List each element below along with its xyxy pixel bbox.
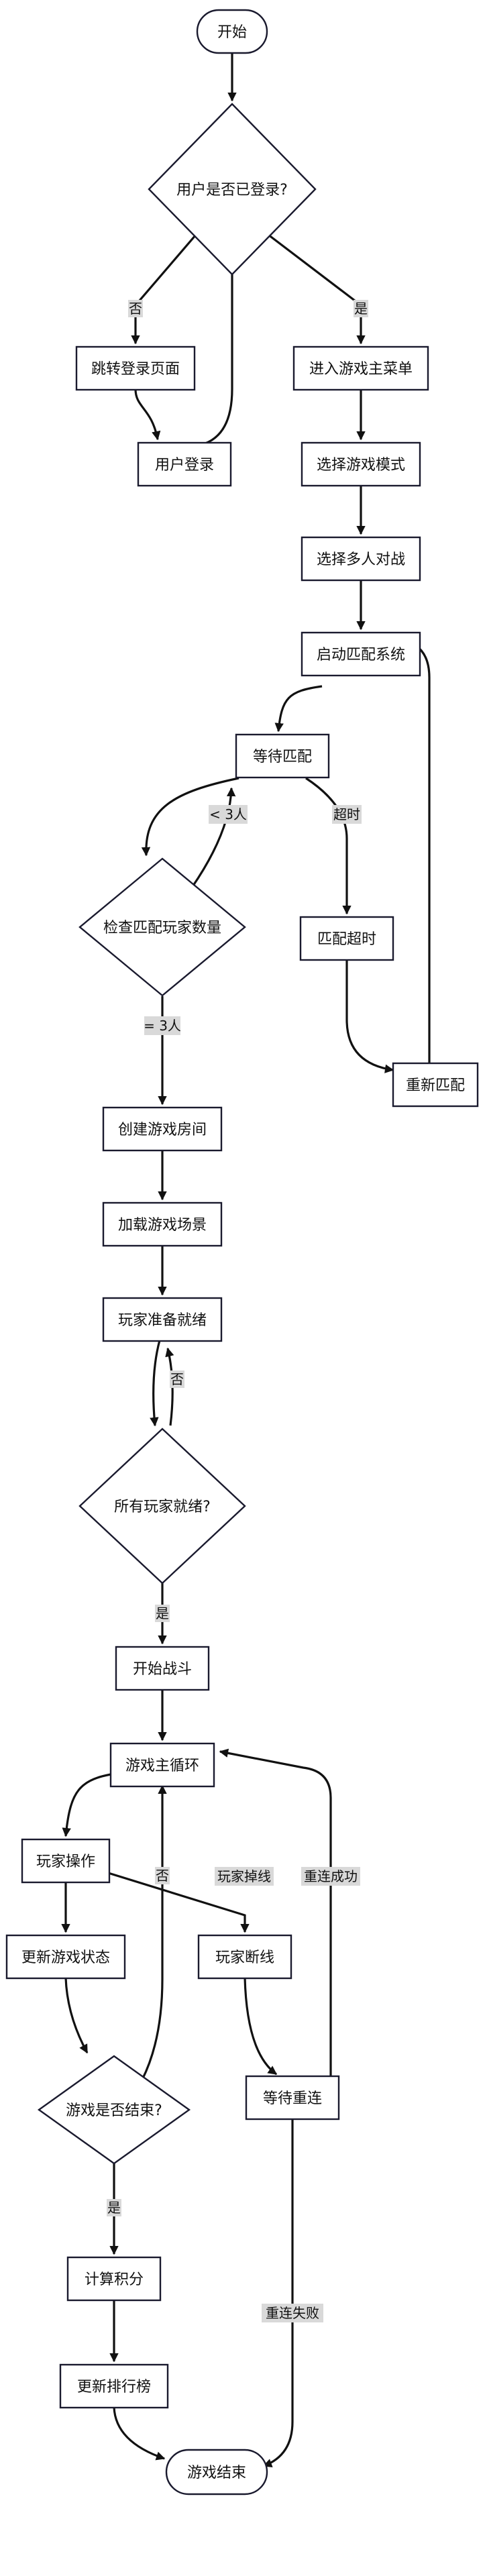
edge-label-ready-yes-text: 是: [156, 1605, 169, 1621]
node-player-ready-text: 玩家准备就绪: [118, 1312, 207, 1329]
node-user-login: 用户登录: [137, 441, 232, 487]
edge-label-eq3-text: = 3人: [144, 1018, 181, 1034]
node-start-battle: 开始战斗: [115, 1646, 210, 1691]
edge-wait-reconnect-to-game-end: [262, 2108, 294, 2468]
node-main-loop: 游戏主循环: [109, 1742, 215, 1788]
edge-label-lt3-text: < 3人: [209, 806, 247, 822]
node-main-menu: 进入游戏主菜单: [292, 345, 429, 391]
node-goto-login: 跳转登录页面: [75, 345, 196, 391]
edge-login-check-to-main-menu: [268, 233, 366, 345]
node-match-timeout: 匹配超时: [299, 916, 394, 961]
edge-label-reconnect-ok-text: 重连成功: [304, 1868, 358, 1884]
node-login-check: 用户是否已登录?: [148, 103, 317, 276]
node-update-state-text: 更新游戏状态: [21, 1949, 110, 1966]
edge-label-ready-yes: 是: [155, 1605, 170, 1622]
edge-wait-reconnect-to-main-loop: [219, 1748, 332, 2086]
node-update-rank: 更新排行榜: [59, 2363, 169, 2409]
node-rematch-text: 重新匹配: [406, 1077, 465, 1094]
edge-label-disconnect: 玩家掉线: [215, 1867, 274, 1886]
node-player-action-text: 玩家操作: [36, 1854, 95, 1870]
node-start-match-text: 启动匹配系统: [317, 647, 405, 663]
edge-check-count-to-wait-match: [191, 787, 236, 888]
node-create-room: 创建游戏房间: [102, 1106, 223, 1152]
node-wait-match-text: 等待匹配: [253, 749, 312, 765]
node-all-ready-text: 所有玩家就绪?: [114, 1499, 211, 1515]
edge-player-ready-to-all-ready: [150, 1340, 161, 1427]
node-all-ready: 所有玩家就绪?: [78, 1428, 246, 1585]
edge-label-loop-no: 否: [155, 1867, 170, 1884]
edge-label-no: 否: [128, 300, 143, 317]
node-check-count: 检查匹配玩家数量: [78, 857, 246, 997]
node-update-rank-text: 更新排行榜: [77, 2379, 151, 2396]
edge-label-timeout: 超时: [332, 805, 362, 824]
node-game-end-text: 游戏结束: [187, 2465, 246, 2481]
edge-label-ready-no: 否: [170, 1371, 184, 1388]
edge-wait-match-to-check-count: [141, 777, 239, 857]
node-player-disconnect: 玩家断线: [197, 1934, 292, 1980]
node-game-end: 游戏结束: [165, 2449, 268, 2496]
edge-update-state-to-game-over: [64, 1977, 89, 2054]
edge-label-reconnect-ok: 重连成功: [301, 1867, 360, 1886]
node-select-multi: 选择多人对战: [301, 536, 421, 582]
node-create-room-text: 创建游戏房间: [118, 1122, 207, 1138]
node-select-mode: 选择游戏模式: [301, 441, 421, 487]
edge-label-ready-no-text: 否: [170, 1371, 184, 1387]
node-start-battle-text: 开始战斗: [133, 1661, 192, 1678]
node-check-count-text: 检查匹配玩家数量: [103, 920, 221, 936]
node-update-state: 更新游戏状态: [5, 1934, 126, 1980]
node-user-login-text: 用户登录: [155, 457, 214, 474]
node-player-disconnect-text: 玩家断线: [215, 1949, 274, 1966]
node-match-timeout-text: 匹配超时: [317, 931, 376, 948]
edge-label-yes-text: 是: [354, 301, 368, 317]
edge-label-disconnect-text: 玩家掉线: [217, 1868, 271, 1884]
edge-labels: 否 是 < 3人 超时 = 3人 否 是 否: [107, 300, 368, 2322]
edges: [61, 54, 431, 2468]
edge-label-yes: 是: [354, 300, 368, 317]
node-game-over: 游戏是否结束?: [37, 2055, 191, 2165]
edge-rematch-to-start-match: [398, 636, 431, 1106]
edge-label-loop-no-text: 否: [156, 1868, 169, 1884]
edge-game-over-to-main-loop: [141, 1784, 167, 2080]
node-load-scene: 加载游戏场景: [102, 1201, 223, 1247]
node-main-loop-text: 游戏主循环: [125, 1758, 199, 1774]
node-select-multi-text: 选择多人对战: [317, 551, 405, 568]
edge-label-reconnect-fail-text: 重连失败: [266, 2305, 319, 2321]
edge-label-no-text: 否: [129, 301, 142, 317]
node-wait-reconnect: 等待重连: [245, 2075, 340, 2121]
node-goto-login-text: 跳转登录页面: [91, 361, 180, 378]
edge-start-match-to-wait-match: [274, 685, 323, 733]
edge-label-lt3: < 3人: [209, 805, 248, 824]
node-calc-score-text: 计算积分: [85, 2271, 144, 2288]
edge-timeout-to-rematch: [345, 959, 394, 1073]
edge-label-timeout-text: 超时: [333, 806, 360, 822]
node-start-match: 启动匹配系统: [301, 631, 421, 677]
edge-player-action-to-disconnect: [103, 1870, 250, 1933]
edge-wait-match-to-timeout: [305, 777, 352, 915]
node-start-text: 开始: [217, 24, 247, 41]
node-calc-score: 计算积分: [66, 2256, 162, 2302]
edge-label-reconnect-fail: 重连失败: [262, 2304, 323, 2322]
node-start: 开始: [196, 9, 268, 54]
edge-login-check-to-goto-login: [131, 233, 197, 345]
node-player-action: 玩家操作: [21, 1838, 111, 1884]
edge-update-rank-to-game-end: [113, 2406, 166, 2461]
edge-label-end-yes: 是: [107, 2199, 121, 2216]
node-select-mode-text: 选择游戏模式: [317, 457, 405, 474]
node-game-over-text: 游戏是否结束?: [66, 2102, 162, 2119]
node-player-ready: 玩家准备就绪: [102, 1297, 223, 1342]
edge-label-end-yes-text: 是: [107, 2200, 121, 2216]
edge-goto-login-to-user-login: [134, 388, 161, 441]
edge-disconnect-to-wait-reconnect: [244, 1977, 278, 2076]
node-wait-match: 等待匹配: [235, 733, 330, 779]
node-load-scene-text: 加载游戏场景: [118, 1217, 207, 1234]
node-wait-reconnect-text: 等待重连: [263, 2090, 322, 2107]
node-login-check-text: 用户是否已登录?: [176, 182, 288, 199]
node-main-menu-text: 进入游戏主菜单: [309, 361, 413, 378]
edge-label-eq3: = 3人: [144, 1016, 181, 1035]
node-rematch: 重新匹配: [392, 1062, 479, 1108]
nodes: 开始 用户是否已登录? 跳转登录页面 用户登录 进入游戏主菜单 选择游戏模式 选…: [5, 9, 479, 2496]
